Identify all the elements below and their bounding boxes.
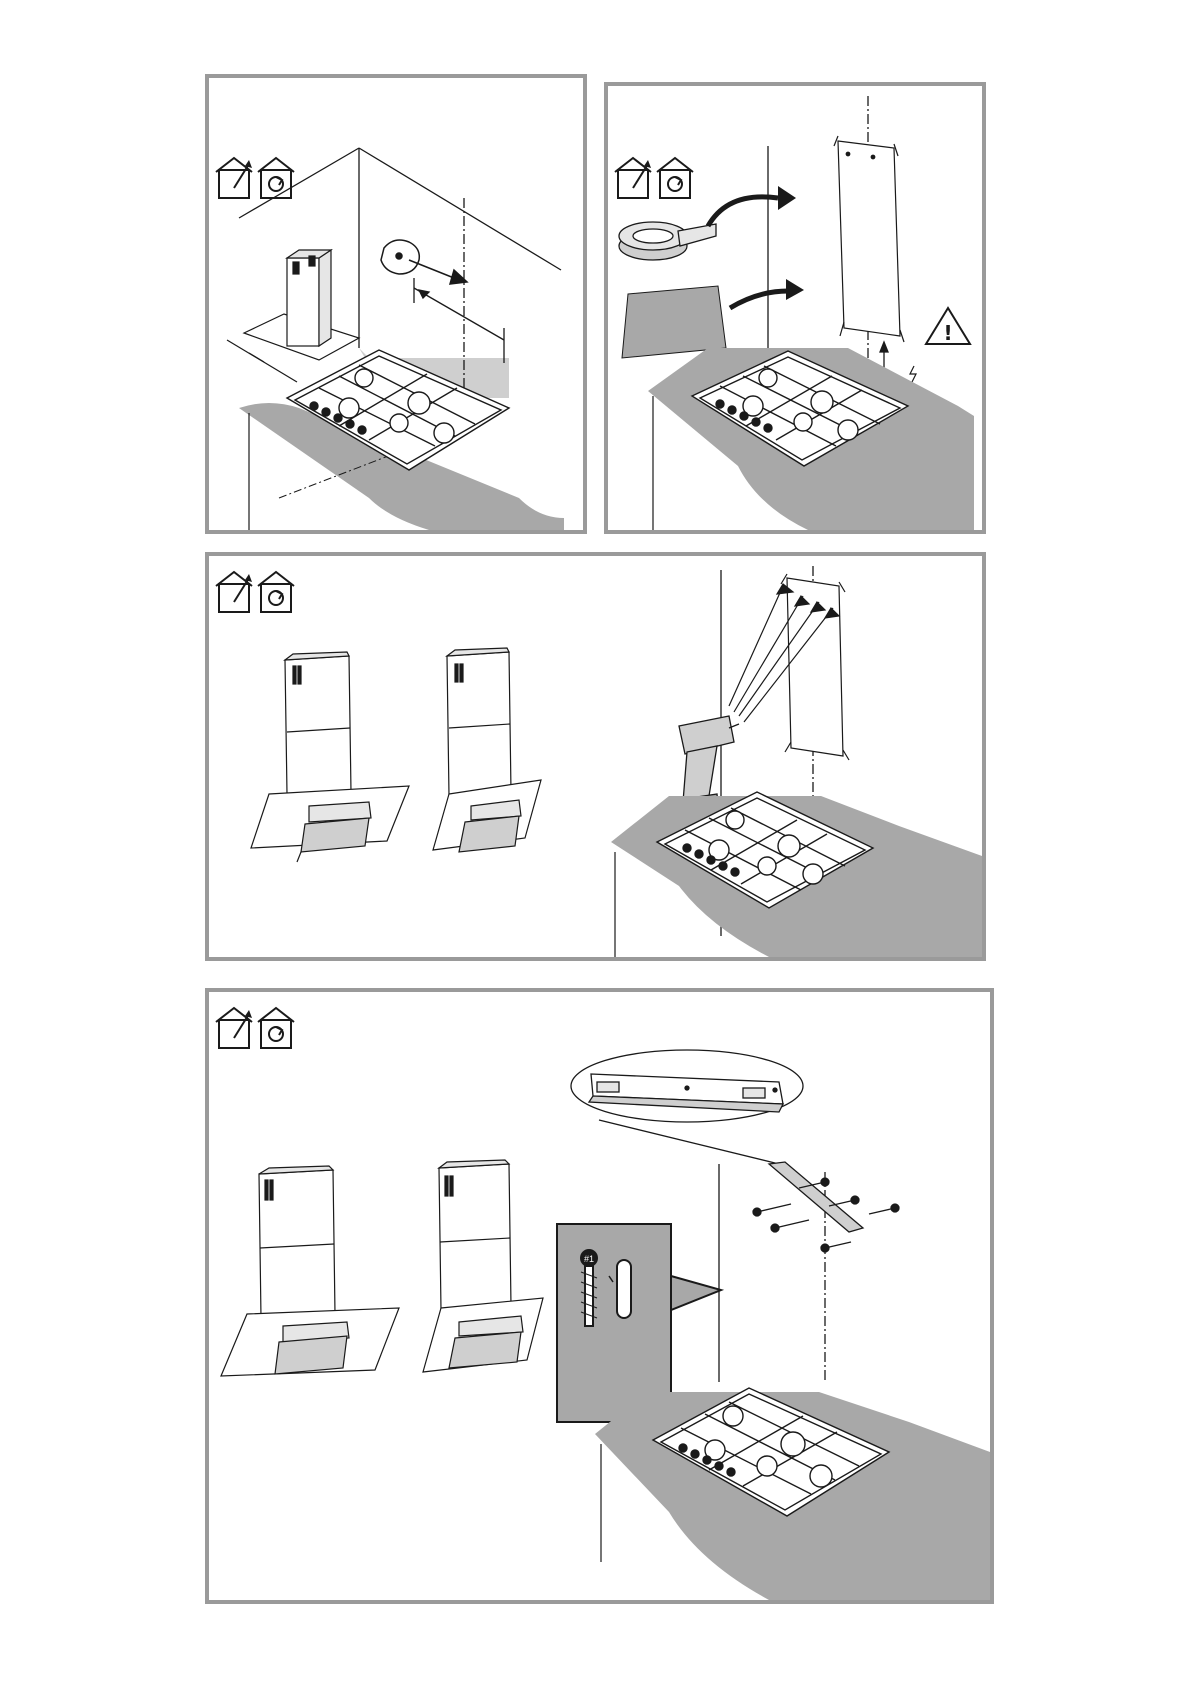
step-panel-4: #1 bbox=[205, 988, 994, 1604]
drilling-template bbox=[781, 574, 849, 760]
ducted-mode-icon bbox=[216, 1008, 252, 1048]
ducted-mode-icon bbox=[216, 158, 252, 198]
curved-arrow bbox=[708, 197, 788, 308]
warning-triangle-icon: ! bbox=[926, 308, 970, 345]
step-panel-1 bbox=[205, 74, 587, 534]
step-panel-2: ! bbox=[604, 82, 986, 534]
recirculation-mode-icon bbox=[258, 158, 294, 198]
recirculation-mode-icon bbox=[258, 1008, 294, 1048]
step-1-illustration bbox=[209, 78, 583, 530]
cooker-hood-model-b bbox=[433, 648, 541, 852]
wall-bracket-with-screws bbox=[753, 1162, 899, 1252]
dimension-arrow bbox=[414, 278, 504, 363]
step-2-illustration: ! bbox=[608, 86, 982, 530]
hood-footprint bbox=[227, 250, 359, 382]
power-socket-icon bbox=[381, 240, 467, 284]
step-panel-3 bbox=[205, 552, 986, 961]
warning-symbol: ! bbox=[943, 321, 952, 345]
step-3-illustration bbox=[209, 556, 982, 957]
ducted-mode-icon bbox=[615, 158, 651, 198]
protective-cloth bbox=[622, 286, 726, 358]
sealing-tape-roll bbox=[619, 222, 716, 260]
ducted-mode-icon bbox=[216, 572, 252, 612]
screw-size-label: #1 bbox=[584, 1254, 594, 1264]
cooker-hood-model-a bbox=[221, 1166, 399, 1376]
drilling-template bbox=[834, 136, 904, 342]
step-4-illustration: #1 bbox=[209, 992, 990, 1600]
recirculation-mode-icon bbox=[258, 572, 294, 612]
cooker-hood-model-b bbox=[423, 1160, 543, 1372]
cooker-hood-model-a bbox=[251, 652, 409, 862]
bracket-detail-callout bbox=[571, 1050, 803, 1164]
recirculation-mode-icon bbox=[657, 158, 693, 198]
